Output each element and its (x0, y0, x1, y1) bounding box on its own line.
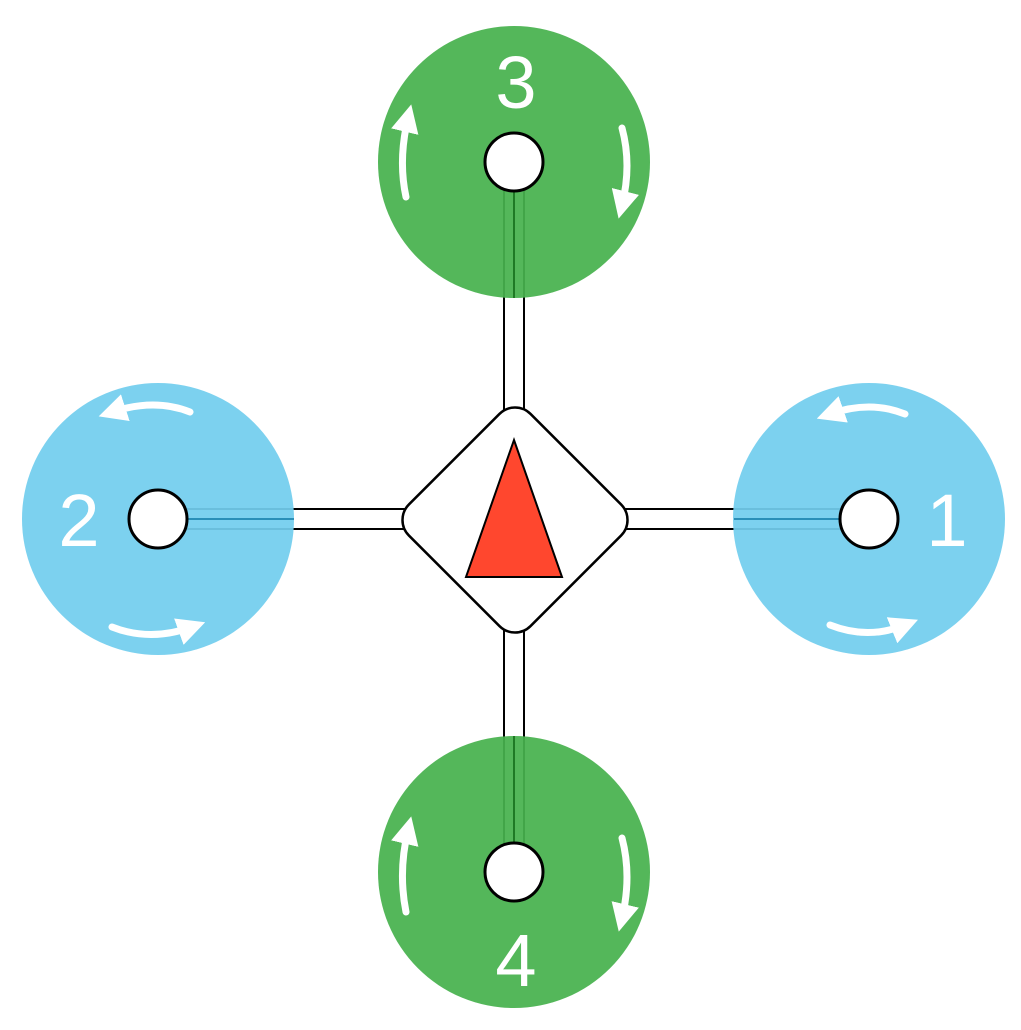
curved-arrow-icon (816, 396, 909, 423)
motor-hub-3 (483, 131, 545, 193)
motor-label-3: 3 (495, 41, 536, 124)
curved-arrow-icon (611, 124, 639, 219)
curved-arrow-icon (826, 617, 918, 644)
motor-hub-2 (127, 488, 189, 550)
curved-arrow-icon (108, 618, 206, 645)
curved-arrow-icon (98, 394, 194, 421)
curved-arrow-icon (391, 816, 419, 916)
curved-arrow-icon (391, 104, 419, 201)
motor-hub-1 (838, 488, 900, 550)
motor-label-2: 2 (58, 479, 99, 562)
heading-indicator (464, 436, 564, 578)
triangle-arrow-icon (464, 436, 564, 578)
motor-label-4: 4 (495, 919, 536, 1002)
rotation-arrows (98, 104, 918, 932)
curved-arrow-icon (611, 834, 639, 932)
motor-hubs (127, 131, 900, 903)
motor-label-1: 1 (926, 479, 967, 562)
motor-labels: 1 2 3 4 (58, 41, 967, 1002)
motor-hub-4 (483, 841, 545, 903)
